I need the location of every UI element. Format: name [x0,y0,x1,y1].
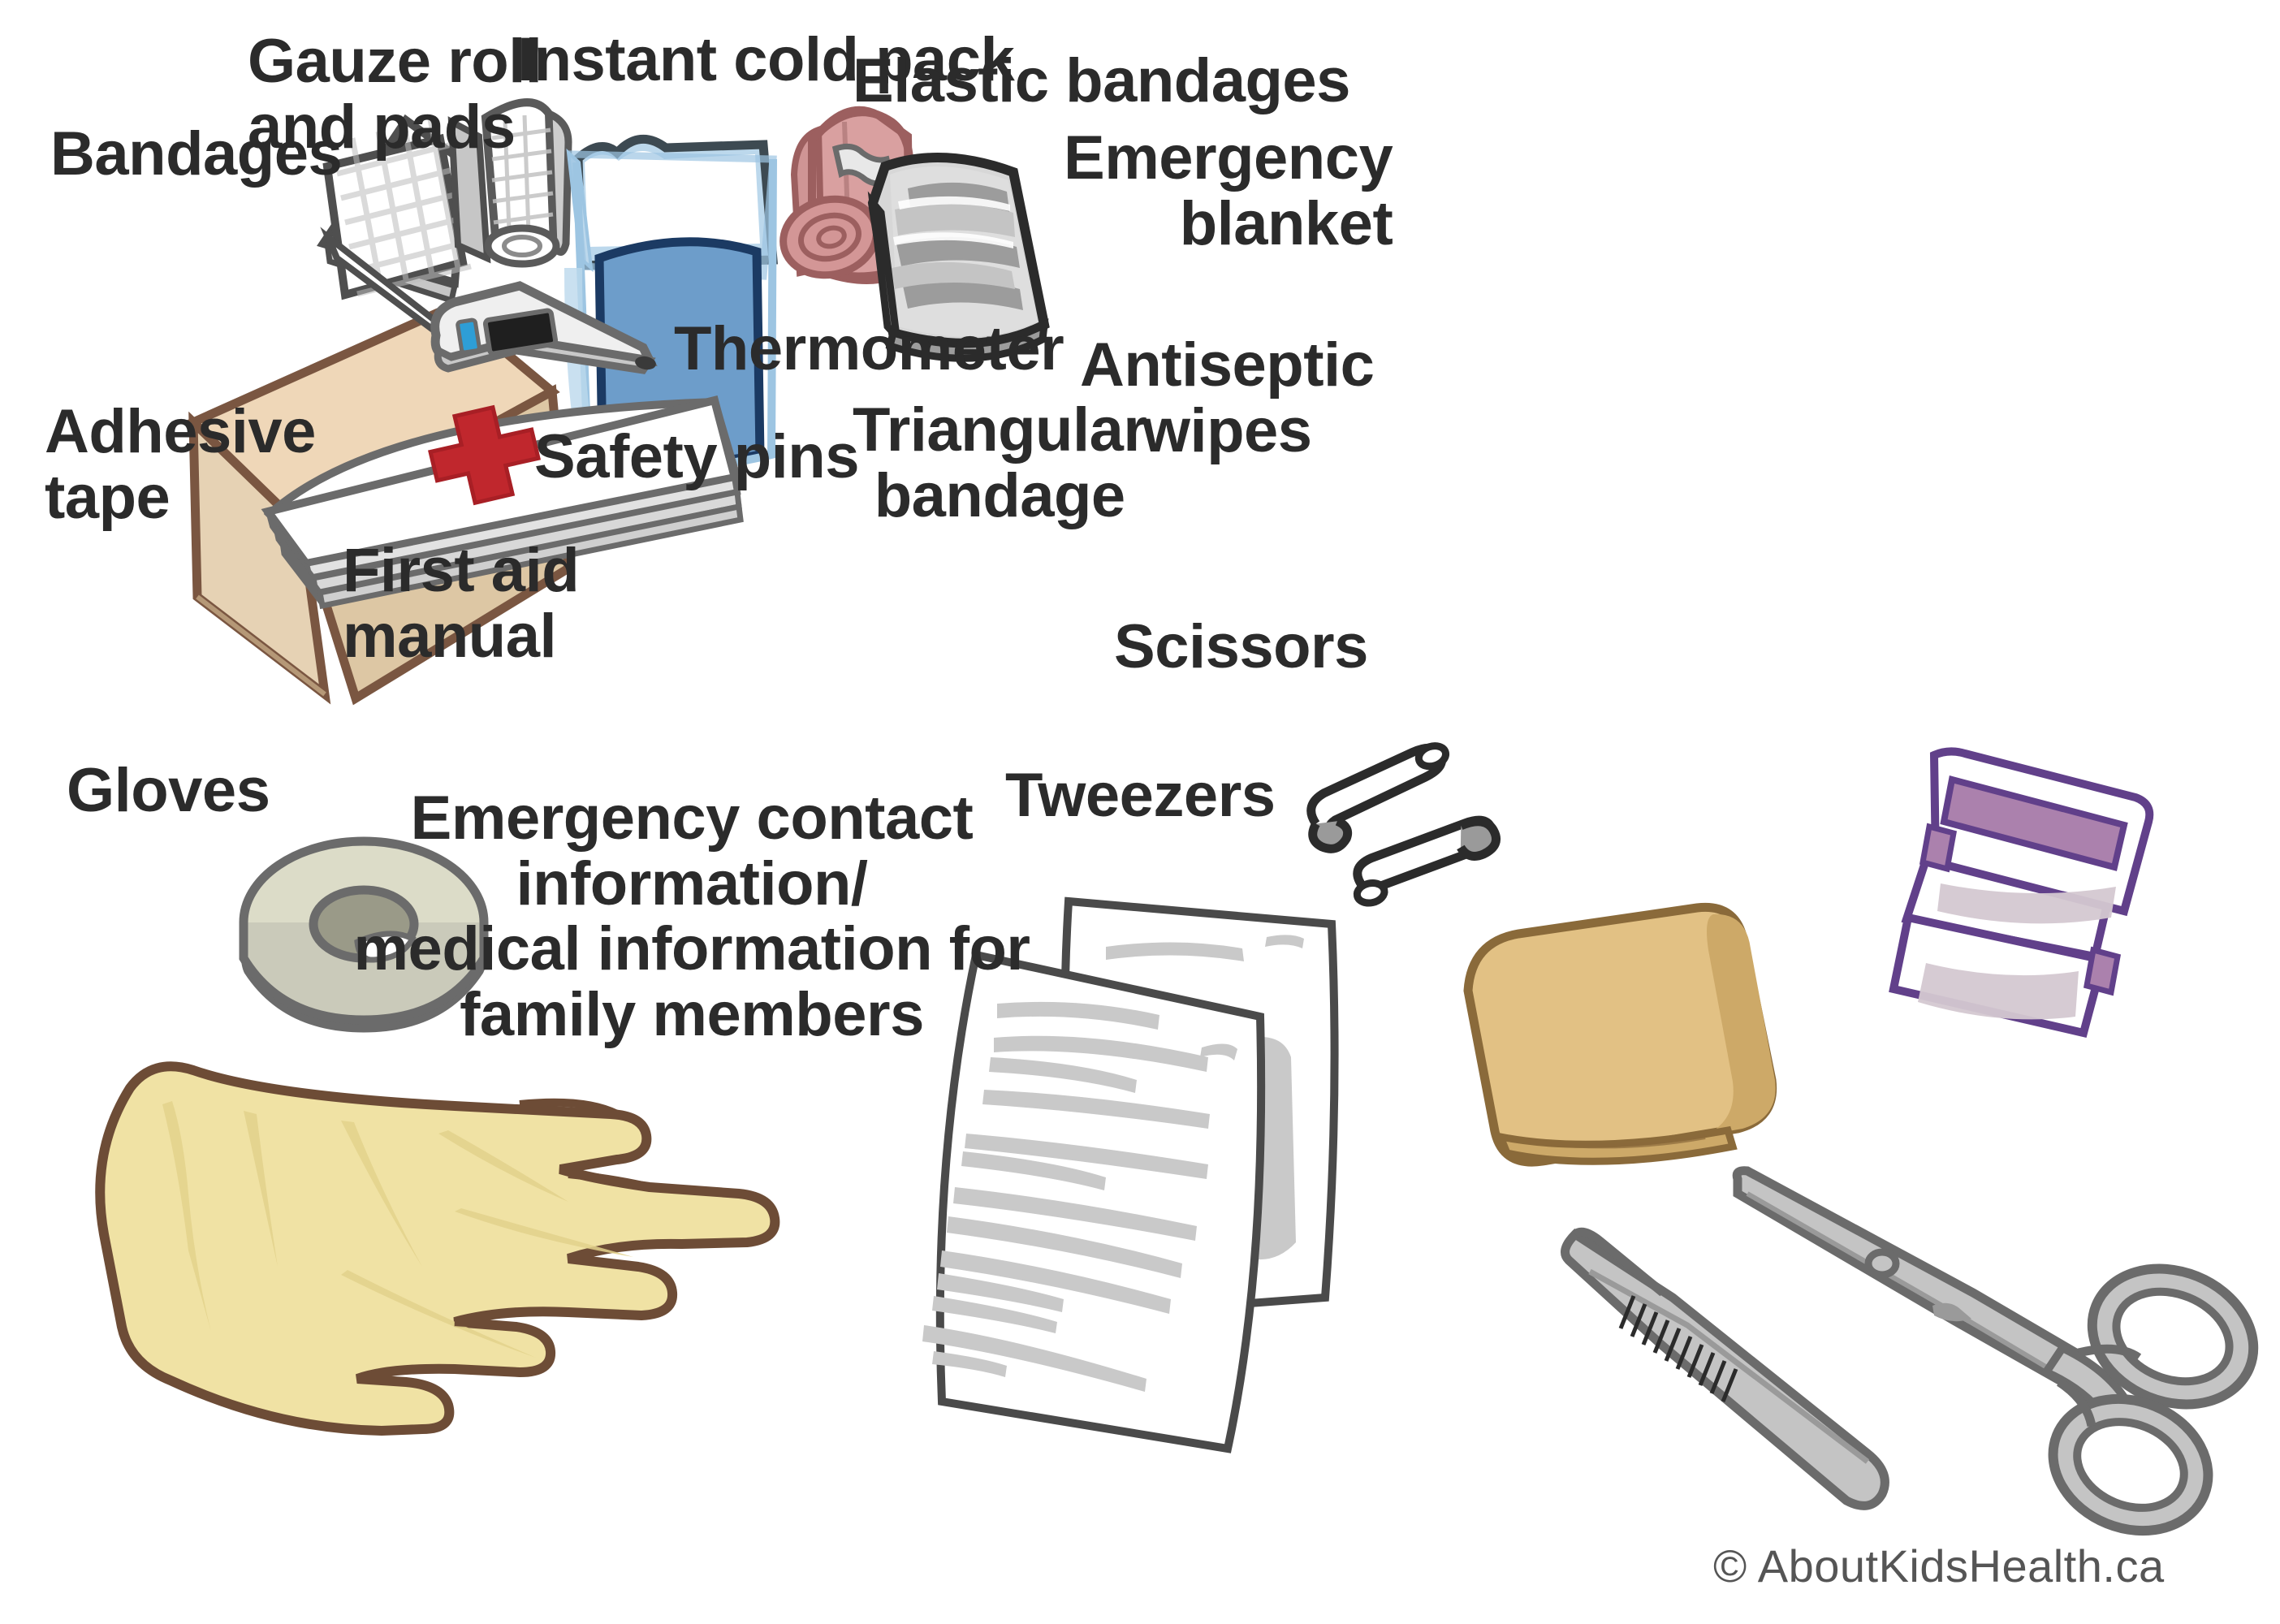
thermometer-graphic [430,281,658,374]
label-instant-cold-pack: Instant cold pack [517,25,1015,94]
triangular-bandage-graphic [1463,902,1777,1167]
label-antiseptic-wipes: Antiseptic wipes [1080,330,1375,465]
label-safety-pins: Safety pins [534,422,859,491]
label-thermometer: Thermometer [674,314,1064,383]
tweezers-graphic [1561,1227,1889,1510]
copyright-credit: © AboutKidsHealth.ca [1713,1540,2165,1592]
elastic-bandage-graphic [779,106,914,284]
label-elastic-bandages: Elastic bandages [853,46,1350,115]
label-gauze-roll-and-pads: Gauze roll and pads [248,27,542,162]
label-first-aid-manual: First aid manual [343,536,580,671]
label-adhesive-tape: Adhesive tape [45,397,316,532]
label-tweezers: Tweezers [1005,761,1276,830]
label-emergency-blanket: Emergency blanket [1064,123,1393,258]
label-scissors: Scissors [1114,612,1368,681]
label-triangular-bandage: Triangular bandage [853,395,1147,530]
scissors-graphic [1732,1166,2259,1536]
label-gloves: Gloves [67,756,270,825]
gloves-graphic [95,1061,780,1436]
cold-pack-graphic [564,134,778,471]
safety-pins-graphic [1306,742,1501,907]
label-emergency-contact-information: Emergency contact information/ medical i… [353,784,1030,1049]
label-bandages: Bandages [50,119,343,188]
antiseptic-wipes-graphic [1889,747,2154,1038]
